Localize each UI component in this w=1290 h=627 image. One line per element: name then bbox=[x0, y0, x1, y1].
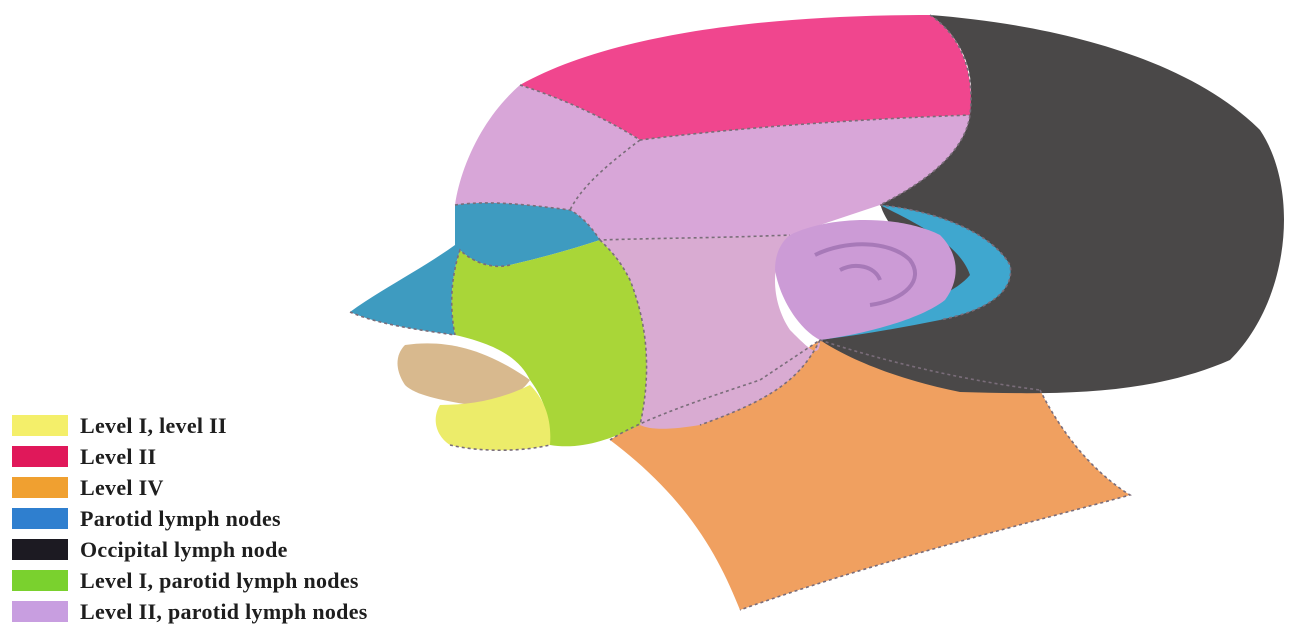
legend-item: Level II bbox=[12, 441, 652, 472]
legend-swatch bbox=[12, 446, 68, 467]
legend-label: Occipital lymph node bbox=[80, 537, 288, 563]
legend-label: Level I, level II bbox=[80, 413, 227, 439]
legend-item: Level I, level II bbox=[12, 410, 652, 441]
legend-label: Level I, parotid lymph nodes bbox=[80, 568, 359, 594]
legend-item: Level I, parotid lymph nodes bbox=[12, 565, 652, 596]
legend: Level I, level II Level II Level IV Paro… bbox=[12, 410, 652, 627]
legend-label: Level II, parotid lymph nodes bbox=[80, 599, 368, 625]
legend-swatch bbox=[12, 601, 68, 622]
legend-label: Level IV bbox=[80, 475, 164, 501]
legend-swatch bbox=[12, 415, 68, 436]
legend-swatch bbox=[12, 508, 68, 529]
legend-label: Level II bbox=[80, 444, 156, 470]
legend-item: Parotid lymph nodes bbox=[12, 503, 652, 534]
legend-swatch bbox=[12, 570, 68, 591]
legend-label: Parotid lymph nodes bbox=[80, 506, 281, 532]
legend-item: Level IV bbox=[12, 472, 652, 503]
legend-swatch bbox=[12, 539, 68, 560]
legend-swatch bbox=[12, 477, 68, 498]
legend-item: Level II, parotid lymph nodes bbox=[12, 596, 652, 627]
legend-item: Occipital lymph node bbox=[12, 534, 652, 565]
